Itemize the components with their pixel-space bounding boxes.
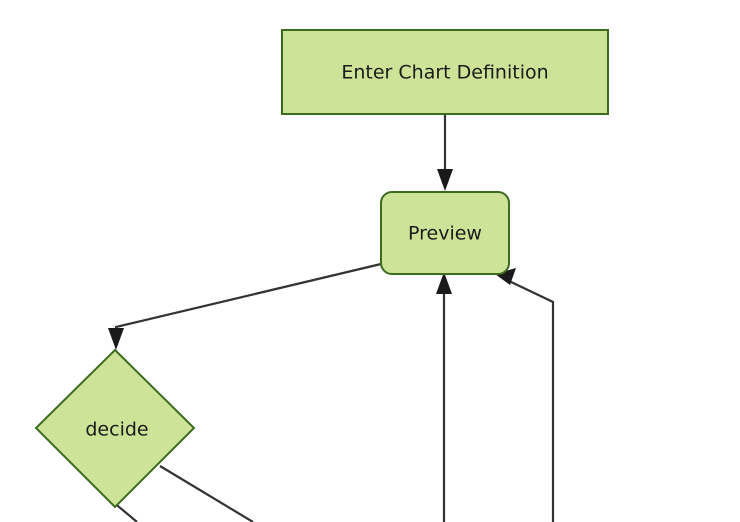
edge-decide-out-right bbox=[159, 465, 254, 522]
arrow-head-icon bbox=[437, 169, 453, 191]
node-rectangle[interactable] bbox=[281, 29, 609, 115]
edge-line bbox=[508, 280, 555, 522]
node-enter-chart-definition[interactable]: Enter Chart Definition bbox=[281, 29, 609, 115]
edge-preview-to-decide bbox=[108, 262, 382, 350]
edge-center-to-preview bbox=[436, 272, 452, 522]
edge-enter-to-preview bbox=[437, 114, 453, 191]
edge-line bbox=[159, 465, 254, 522]
arrow-head-icon bbox=[495, 268, 516, 285]
node-decide[interactable]: decide bbox=[34, 348, 196, 509]
node-diamond[interactable] bbox=[34, 348, 196, 509]
arrow-head-icon bbox=[108, 328, 124, 350]
edge-line bbox=[114, 262, 382, 336]
arrow-head-icon bbox=[436, 272, 452, 294]
node-preview[interactable]: Preview bbox=[380, 191, 510, 275]
edge-right-to-preview bbox=[495, 268, 555, 522]
node-rounded-rectangle[interactable] bbox=[380, 191, 510, 275]
